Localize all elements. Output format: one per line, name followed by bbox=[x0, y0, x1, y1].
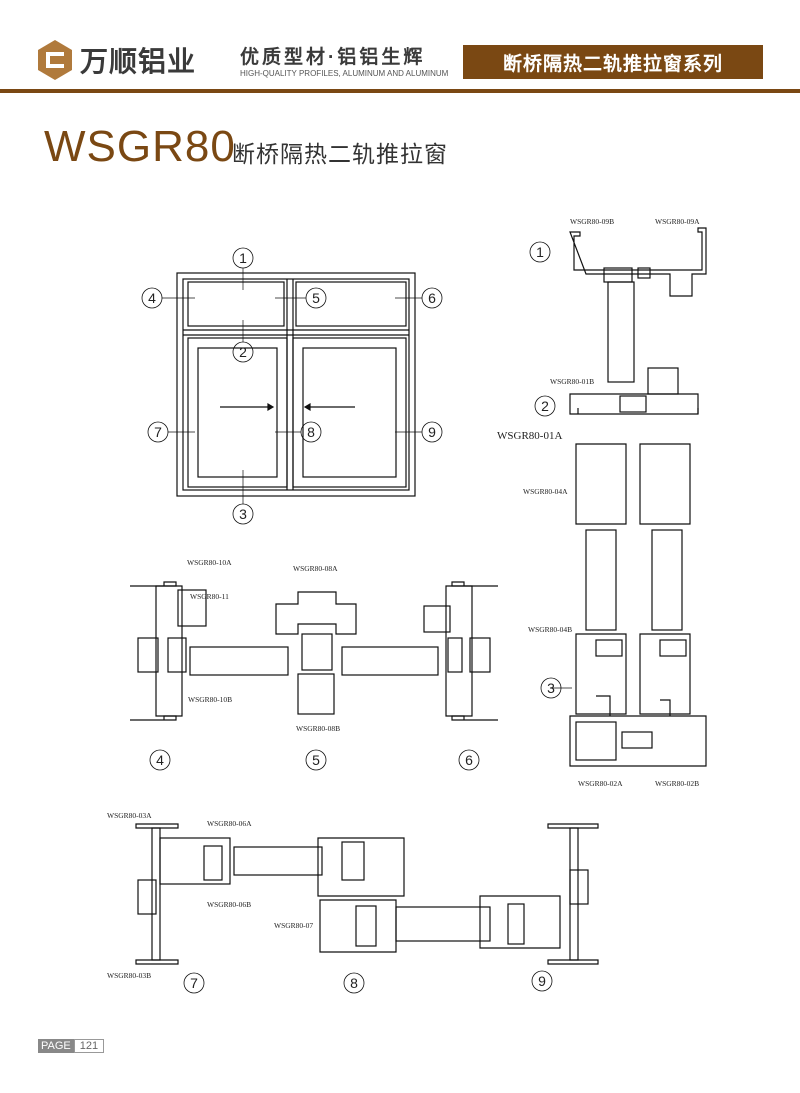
marker-1: 1 bbox=[239, 250, 247, 266]
brand-name: 万顺铝业 bbox=[80, 46, 197, 77]
slogan-english: HIGH-QUALITY PROFILES, ALUMINUM AND ALUM… bbox=[240, 69, 449, 78]
profile-label: WSGR80-01B bbox=[550, 377, 594, 386]
profile-label: WSGR80-11 bbox=[190, 592, 229, 601]
profile-label: WSGR80-07 bbox=[274, 921, 313, 930]
section-marker-8: 8 bbox=[350, 975, 358, 991]
profile-label: WSGR80-01A bbox=[497, 430, 562, 442]
page-label: PAGE bbox=[38, 1039, 74, 1053]
profile-label: WSGR80-08B bbox=[296, 724, 340, 733]
slogan: 优质型材·铝铝生辉 bbox=[240, 47, 426, 68]
marker-8: 8 bbox=[307, 424, 315, 440]
profile-label: WSGR80-02A bbox=[578, 779, 623, 788]
header-divider bbox=[0, 89, 800, 93]
profile-label: WSGR80-02B bbox=[655, 779, 699, 788]
profile-label: WSGR80-04A bbox=[523, 487, 568, 496]
section-marker-1: 1 bbox=[536, 244, 544, 260]
profile-label: WSGR80-03B bbox=[107, 971, 151, 980]
marker-3: 3 bbox=[239, 506, 247, 522]
profile-label: WSGR80-09B bbox=[570, 217, 614, 226]
marker-6: 6 bbox=[428, 290, 436, 306]
section-marker-7: 7 bbox=[190, 975, 198, 991]
marker-9: 9 bbox=[428, 424, 436, 440]
section-marker-6: 6 bbox=[465, 752, 473, 768]
profile-label: WSGR80-10A bbox=[187, 558, 232, 567]
profile-label: WSGR80-06B bbox=[207, 900, 251, 909]
profile-label: WSGR80-09A bbox=[655, 217, 700, 226]
section-marker-3: 3 bbox=[547, 680, 555, 696]
vertical-section bbox=[569, 227, 707, 767]
marker-4: 4 bbox=[148, 290, 156, 306]
marker-5: 5 bbox=[312, 290, 320, 306]
series-banner: 断桥隔热二轨推拉窗系列 bbox=[463, 45, 763, 79]
profile-label: WSGR80-06A bbox=[207, 819, 252, 828]
horizontal-sections-7-8-9 bbox=[135, 823, 599, 965]
horizontal-sections-4-5-6 bbox=[130, 581, 498, 721]
marker-7: 7 bbox=[154, 424, 162, 440]
brand-logo-icon bbox=[38, 40, 72, 80]
section-marker-2: 2 bbox=[541, 398, 549, 414]
profile-label: WSGR80-08A bbox=[293, 564, 338, 573]
page-subtitle: 断桥隔热二轨推拉窗 bbox=[232, 141, 448, 167]
section-marker-4: 4 bbox=[156, 752, 164, 768]
page-number: 121 bbox=[73, 1039, 105, 1053]
section-marker-5: 5 bbox=[312, 752, 320, 768]
page-title: WSGR80 bbox=[44, 122, 236, 171]
profile-label: WSGR80-04B bbox=[528, 625, 572, 634]
window-elevation bbox=[162, 268, 422, 504]
section-marker-9: 9 bbox=[538, 973, 546, 989]
profile-label: WSGR80-10B bbox=[188, 695, 232, 704]
page-number-tag: PAGE 121 bbox=[38, 1039, 105, 1053]
marker-2: 2 bbox=[239, 344, 247, 360]
profile-label: WSGR80-03A bbox=[107, 811, 152, 820]
